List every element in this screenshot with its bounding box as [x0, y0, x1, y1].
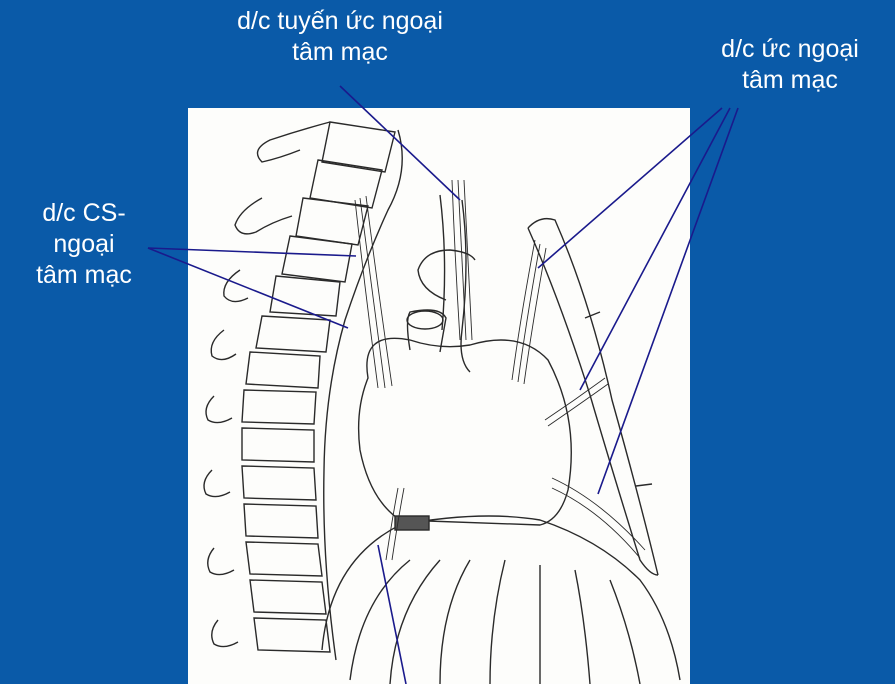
- diaphragm: [321, 515, 681, 684]
- vertebral-column: [203, 121, 403, 661]
- pericardium: [357, 194, 572, 526]
- drawing-ink: [203, 121, 681, 684]
- leader-line-thymo: [339, 85, 461, 201]
- leader-line-sterno-2: [579, 107, 731, 391]
- leader-line-vertebro-1: [147, 247, 357, 257]
- leader-line-bottom: [377, 544, 407, 684]
- leader-line-vertebro-2: [147, 247, 349, 329]
- leader-line-sterno-3: [597, 107, 739, 495]
- leader-lines: [147, 85, 739, 684]
- sternum: [527, 217, 659, 576]
- thymo-pericardial-ligament-label: d/c tuyến ức ngoại tâm mạc: [237, 7, 443, 66]
- ligament-fibres: [354, 179, 646, 561]
- vertebro-pericardial-ligament-label: d/c CS- ngoại tâm mạc: [36, 199, 132, 289]
- leader-line-sterno-1: [537, 107, 723, 269]
- sterno-pericardial-ligament-label: d/c ức ngoại tâm mạc: [721, 35, 859, 94]
- anatomical-illustration-panel: [188, 108, 690, 684]
